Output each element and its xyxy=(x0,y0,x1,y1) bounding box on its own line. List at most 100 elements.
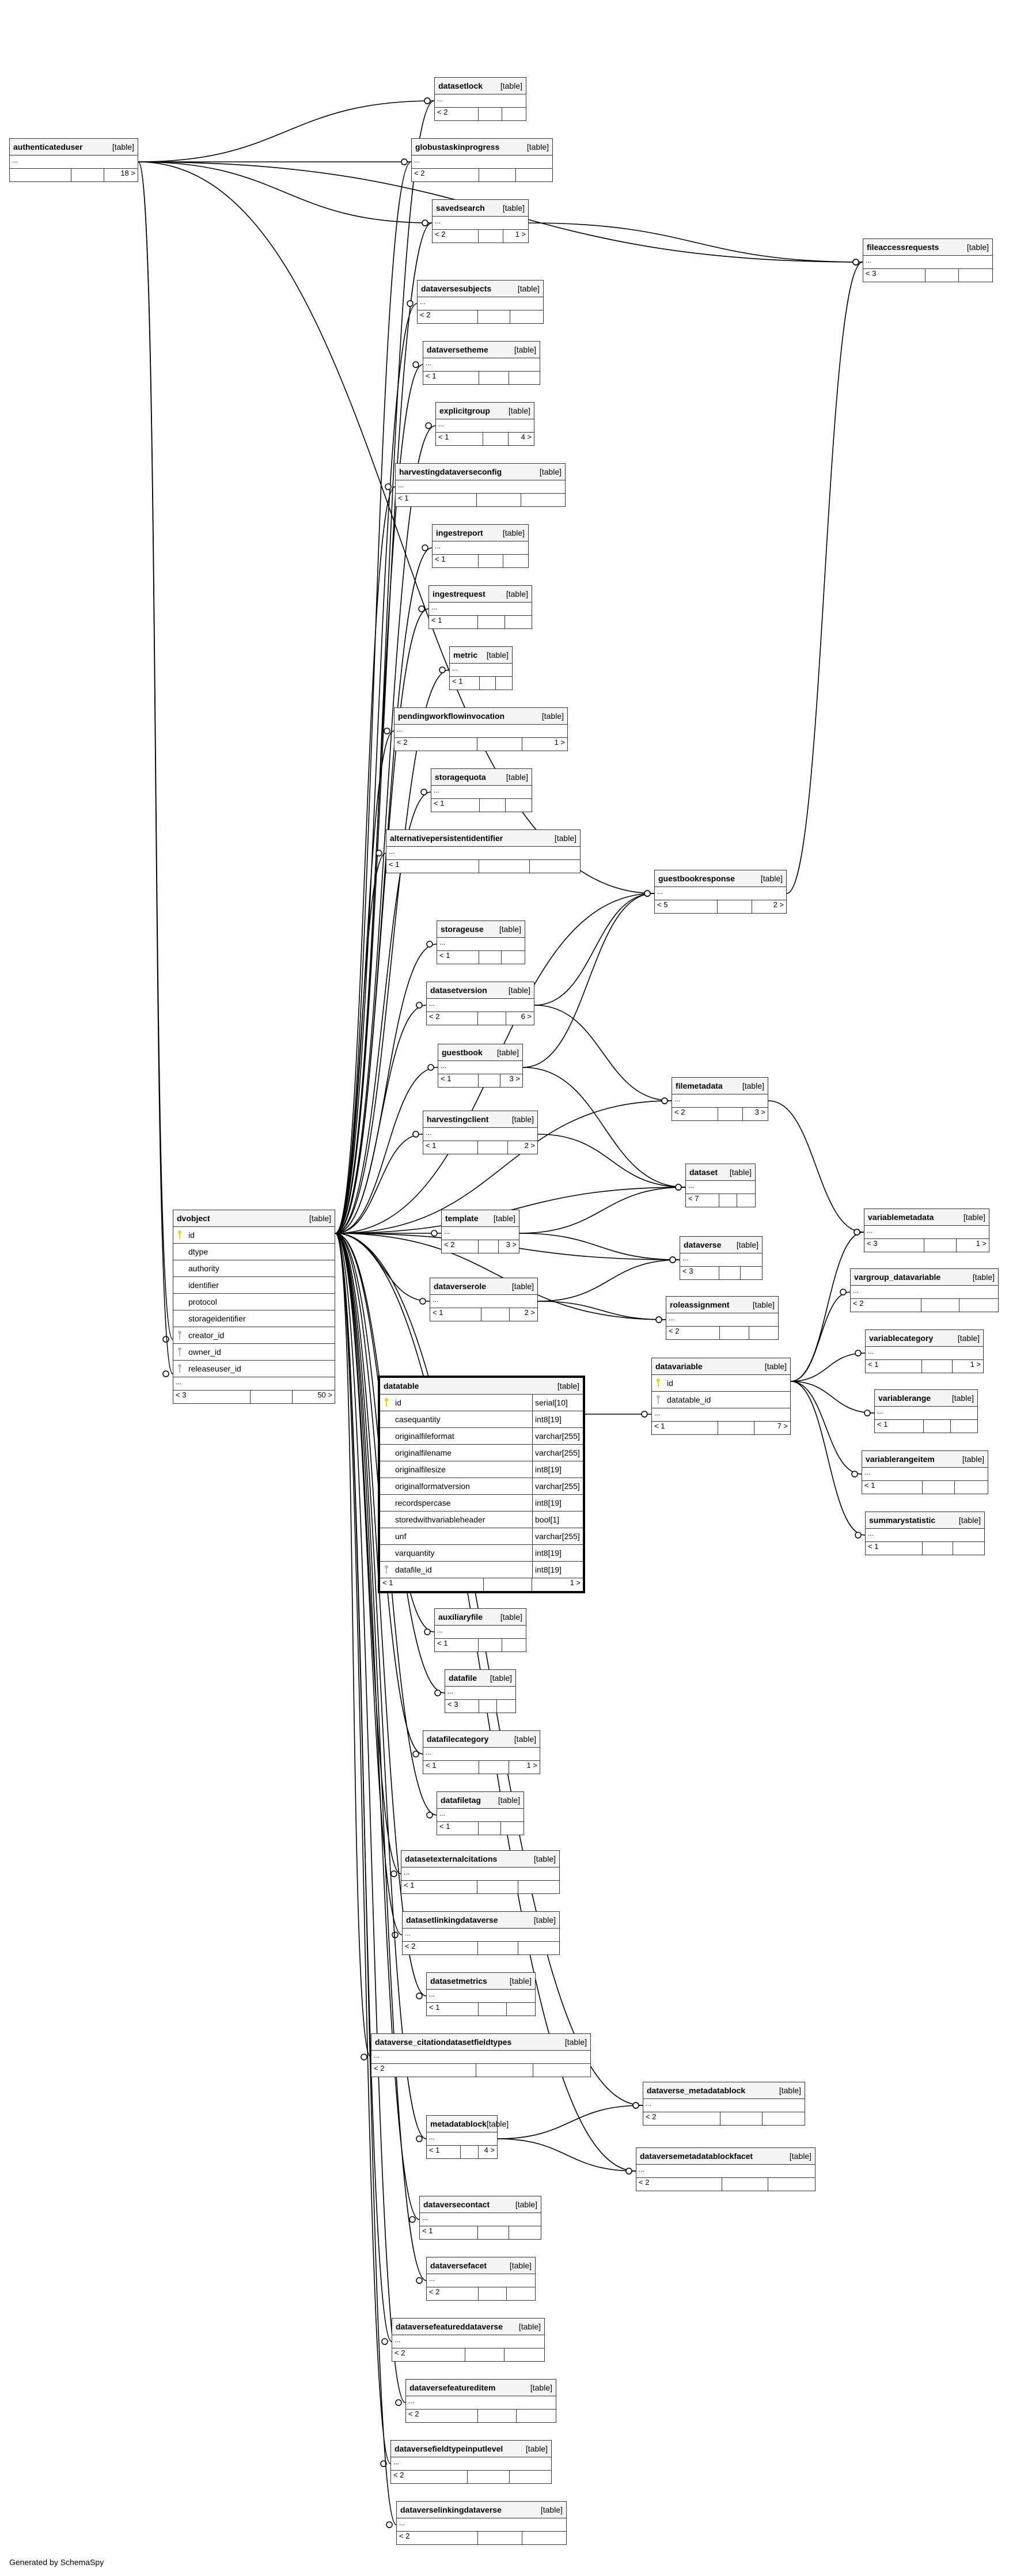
column-row[interactable]: identifier xyxy=(173,1277,335,1294)
parents-count[interactable]: < 2 xyxy=(427,1012,479,1025)
column-row[interactable]: datatable_id xyxy=(652,1392,790,1408)
parents-count[interactable]: < 2 xyxy=(397,2532,479,2544)
children-count[interactable] xyxy=(502,108,526,120)
parents-count[interactable]: < 2 xyxy=(403,1942,478,1954)
parents-count[interactable]: < 3 xyxy=(863,269,925,282)
children-count[interactable]: 3 > xyxy=(509,1074,520,1083)
children-count[interactable] xyxy=(749,1327,778,1339)
parents-count[interactable]: < 1 xyxy=(437,1822,479,1835)
children-count[interactable]: 2 > xyxy=(524,1308,535,1317)
parents-count[interactable]: < 3 xyxy=(173,1391,251,1403)
column-row[interactable]: creator_id xyxy=(173,1327,335,1344)
parents-count[interactable]: < 7 xyxy=(686,1194,719,1207)
column-row[interactable]: storageidentifier xyxy=(173,1310,335,1327)
parents-count[interactable]: < 1 xyxy=(450,677,480,690)
parents-count[interactable]: < 1 xyxy=(436,433,483,445)
parents-count[interactable]: < 1 xyxy=(437,951,479,964)
children-count[interactable]: 50 > xyxy=(317,1391,332,1399)
children-count[interactable]: 1 > xyxy=(570,1578,581,1587)
table-dataversesubjects[interactable]: dataversesubjects[table]...< 2 xyxy=(417,280,544,324)
parents-count[interactable]: < 2 xyxy=(406,2410,478,2422)
column-row[interactable]: owner_id xyxy=(173,1344,335,1361)
children-count[interactable]: 1 > xyxy=(554,738,565,747)
children-count[interactable]: 2 > xyxy=(773,900,784,909)
table-globustaskinprogress[interactable]: globustaskinprogress[table]...< 2 xyxy=(411,138,553,182)
children-count[interactable]: 3 > xyxy=(754,1108,765,1116)
children-count[interactable]: 3 > xyxy=(506,1240,517,1249)
parents-count[interactable]: < 1 xyxy=(652,1422,719,1434)
table-dataversefacet[interactable]: dataversefacet[table]...< 2 xyxy=(426,2257,536,2301)
children-count[interactable]: 2 > xyxy=(524,1141,535,1150)
parents-count[interactable]: < 1 xyxy=(866,1360,922,1373)
table-dataversetheme[interactable]: dataversetheme[table]...< 1 xyxy=(423,341,540,385)
parents-count[interactable]: < 2 xyxy=(371,2064,477,2077)
parents-count[interactable]: < 1 xyxy=(430,1308,482,1321)
parents-count[interactable]: < 1 xyxy=(423,1761,479,1774)
children-count[interactable] xyxy=(496,677,512,690)
table-dataversemetadatablockfacet[interactable]: dataversemetadatablockfacet[table]...< 2 xyxy=(636,2147,815,2191)
table-dataverse[interactable]: dataverse[table]...< 3 xyxy=(680,1236,763,1280)
children-count[interactable]: 1 > xyxy=(526,1761,537,1770)
children-count[interactable] xyxy=(502,951,525,964)
children-count[interactable] xyxy=(509,372,540,384)
table-datafile[interactable]: datafile[table]...< 3 xyxy=(445,1669,516,1713)
table-variablerangeitem[interactable]: variablerangeitem[table]...< 1 xyxy=(862,1450,988,1494)
children-count[interactable] xyxy=(501,1822,524,1835)
table-storagequota[interactable]: storagequota[table]...< 1 xyxy=(431,768,532,812)
table-dataversefieldtypeinputlevel[interactable]: dataversefieldtypeinputlevel[table]...< … xyxy=(390,2440,552,2484)
parents-count[interactable]: < 1 xyxy=(427,2146,461,2158)
parents-count[interactable] xyxy=(10,169,71,181)
children-count[interactable] xyxy=(533,2064,590,2077)
children-count[interactable] xyxy=(522,2532,566,2544)
children-count[interactable] xyxy=(518,1942,559,1954)
children-count[interactable] xyxy=(506,799,532,812)
table-datafiletag[interactable]: datafiletag[table]...< 1 xyxy=(437,1791,524,1835)
parents-count[interactable]: < 3 xyxy=(680,1267,720,1279)
table-dataset[interactable]: dataset[table]...< 7 xyxy=(685,1164,756,1207)
table-dataversecontact[interactable]: dataversecontact[table]...< 1 xyxy=(419,2196,541,2240)
children-count[interactable]: 4 > xyxy=(521,433,532,441)
parents-count[interactable]: < 1 xyxy=(429,616,479,628)
table-datasetlinkingdataverse[interactable]: datasetlinkingdataverse[table]...< 2 xyxy=(402,1911,560,1955)
parents-count[interactable]: < 3 xyxy=(445,1700,479,1713)
parents-count[interactable]: < 1 xyxy=(380,1578,484,1591)
children-count[interactable] xyxy=(510,310,543,323)
children-count[interactable] xyxy=(737,1194,755,1207)
parents-count[interactable]: < 1 xyxy=(862,1481,923,1494)
column-row[interactable]: id xyxy=(173,1227,335,1244)
parents-count[interactable]: < 2 xyxy=(392,2348,465,2361)
parents-count[interactable]: < 2 xyxy=(427,2287,479,2300)
table-dataversefeatureddataverse[interactable]: dataversefeatureddataverse[table]...< 2 xyxy=(392,2318,545,2362)
children-count[interactable] xyxy=(530,860,580,873)
parents-count[interactable]: < 1 xyxy=(435,1639,479,1651)
children-count[interactable] xyxy=(959,1299,998,1312)
parents-count[interactable]: < 2 xyxy=(433,230,479,243)
parents-count[interactable]: < 1 xyxy=(433,555,479,567)
table-alternativepersistentidentifier[interactable]: alternativepersistentidentifier[table]..… xyxy=(386,829,581,873)
parents-count[interactable]: < 2 xyxy=(391,2471,468,2483)
parents-count[interactable]: < 1 xyxy=(423,1141,479,1154)
parents-count[interactable]: < 1 xyxy=(875,1420,924,1433)
children-count[interactable] xyxy=(951,1420,977,1433)
children-count[interactable]: 1 > xyxy=(976,1239,987,1248)
table-variablerange[interactable]: variablerange[table]...< 1 xyxy=(874,1389,978,1433)
parents-count[interactable]: < 2 xyxy=(636,2178,722,2191)
parents-count[interactable]: < 1 xyxy=(386,860,480,873)
table-auxiliaryfile[interactable]: auxiliaryfile[table]...< 1 xyxy=(434,1608,526,1652)
